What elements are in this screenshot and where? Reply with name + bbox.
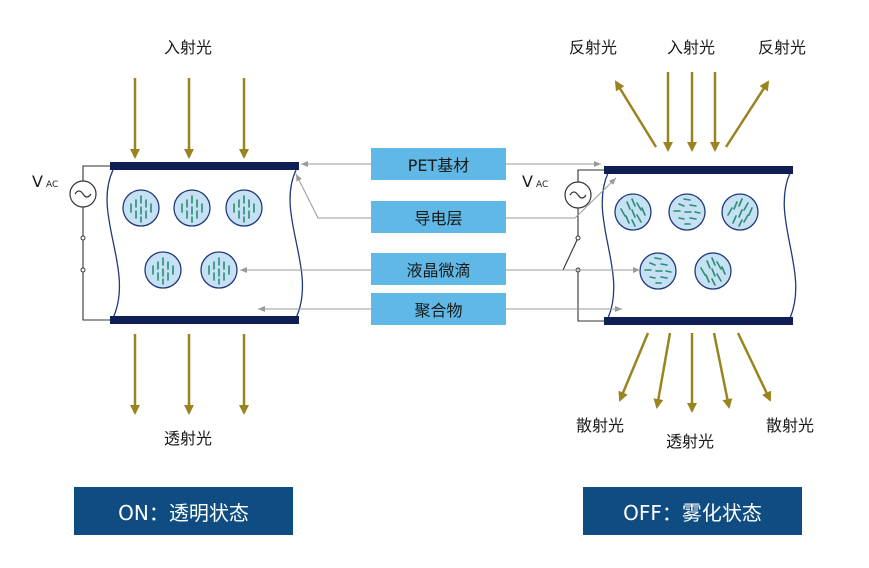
right-scattered-arrow — [618, 332, 650, 402]
left-cell — [69, 78, 304, 415]
right-reflected-arrow — [724, 80, 770, 148]
liquid-crystal-droplet — [200, 251, 238, 289]
left-incident-label: 入射光 — [164, 38, 213, 57]
right-circuit — [562, 169, 604, 322]
callout-lc-droplet: 液晶微滴 — [371, 253, 506, 285]
liquid-crystal-droplet — [122, 189, 160, 227]
ac-wave-icon — [569, 191, 587, 199]
liquid-crystal-droplet — [721, 193, 759, 231]
right-cell — [562, 72, 797, 413]
right-top-electrode — [604, 166, 793, 174]
voltage-subscript: AC — [535, 180, 549, 190]
left-top-electrode — [110, 162, 299, 170]
switch-contact — [80, 235, 86, 241]
right-reflected-right-label: 反射光 — [758, 38, 807, 57]
switch-contact — [80, 267, 86, 273]
left-polymer-wall — [106, 169, 121, 319]
voltage-subscript: AC — [45, 180, 59, 190]
left-polymer-wall — [289, 169, 304, 319]
liquid-crystal-droplet — [694, 252, 732, 290]
liquid-crystal-droplet — [225, 189, 263, 227]
voltage-symbol: V — [522, 172, 533, 191]
liquid-crystal-droplet — [144, 251, 182, 289]
right-bottom-electrode — [604, 317, 793, 325]
switch-contact — [575, 235, 581, 241]
left-transmitted-label: 透射光 — [164, 429, 213, 448]
right-transmitted-label: 透射光 — [666, 432, 715, 451]
right-polymer-wall — [783, 172, 797, 319]
liquid-crystal-droplet — [173, 189, 211, 227]
callout-leaders — [240, 161, 640, 312]
right-polymer-wall — [601, 172, 615, 319]
callout-polymer: 聚合物 — [371, 293, 506, 325]
right-incident-label: 入射光 — [667, 38, 716, 57]
voltage-symbol: V — [32, 172, 43, 191]
left-circuit — [82, 165, 110, 321]
right-scattered-arrow — [653, 332, 672, 409]
right-scattered-arrow — [712, 332, 733, 409]
right-scattered-arrow — [736, 332, 772, 402]
right-reflected-left-label: 反射光 — [569, 38, 618, 57]
liquid-crystal-droplet — [639, 252, 677, 290]
liquid-crystal-droplet — [668, 193, 706, 231]
ac-wave-icon — [74, 190, 92, 198]
callout-conductive-layer: 导电层 — [371, 201, 506, 233]
callout-pet-substrate: PET基材 — [371, 148, 506, 180]
right-scattered-left-label: 散射光 — [576, 416, 625, 435]
off-state-banner: OFF：雾化状态 — [583, 487, 802, 535]
right-scattered-right-label: 散射光 — [766, 416, 815, 435]
on-state-banner: ON：透明状态 — [74, 487, 293, 535]
liquid-crystal-droplet — [614, 193, 652, 231]
left-bottom-electrode — [110, 316, 299, 324]
right-reflected-arrow — [614, 80, 658, 148]
